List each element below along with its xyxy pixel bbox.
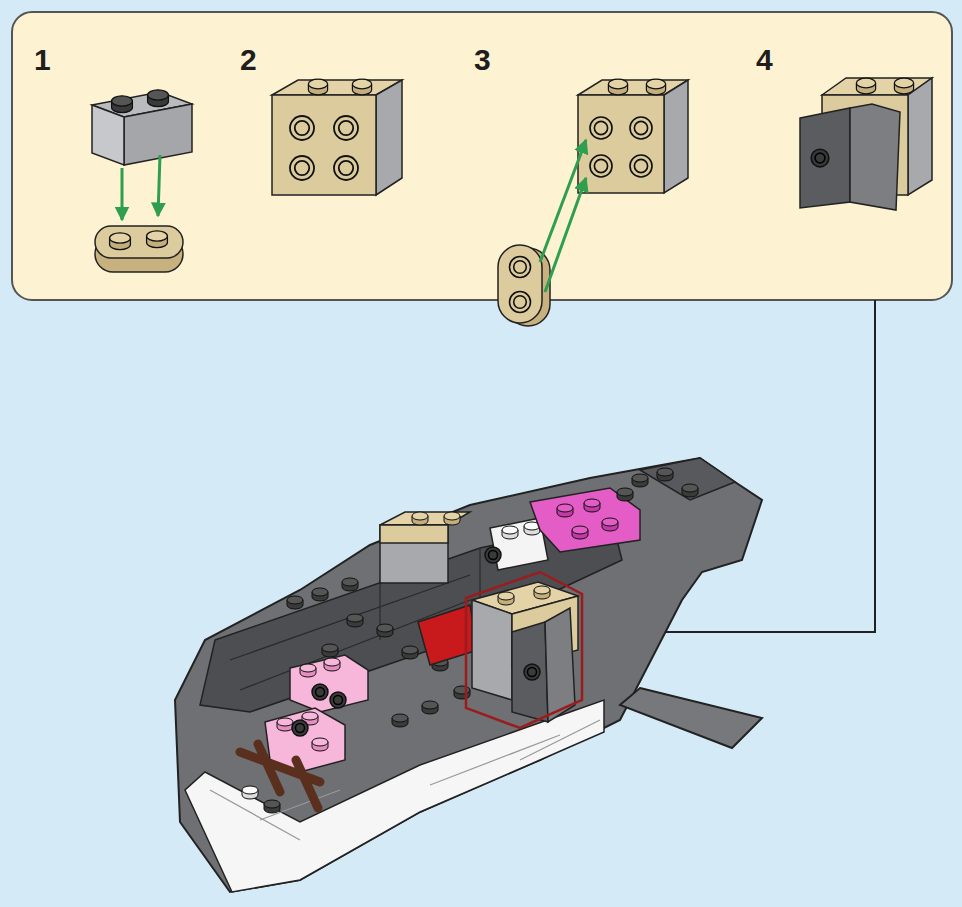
step-4-figure xyxy=(800,78,932,210)
step-1-figure xyxy=(92,90,192,272)
step-number: 4 xyxy=(756,45,773,75)
step-panel xyxy=(12,12,952,300)
shark-model xyxy=(175,458,762,892)
step-number: 2 xyxy=(240,45,257,75)
step-number: 3 xyxy=(474,45,491,75)
step-number: 1 xyxy=(34,45,51,75)
step-3-figure xyxy=(498,79,688,326)
step-2-figure xyxy=(272,79,402,195)
